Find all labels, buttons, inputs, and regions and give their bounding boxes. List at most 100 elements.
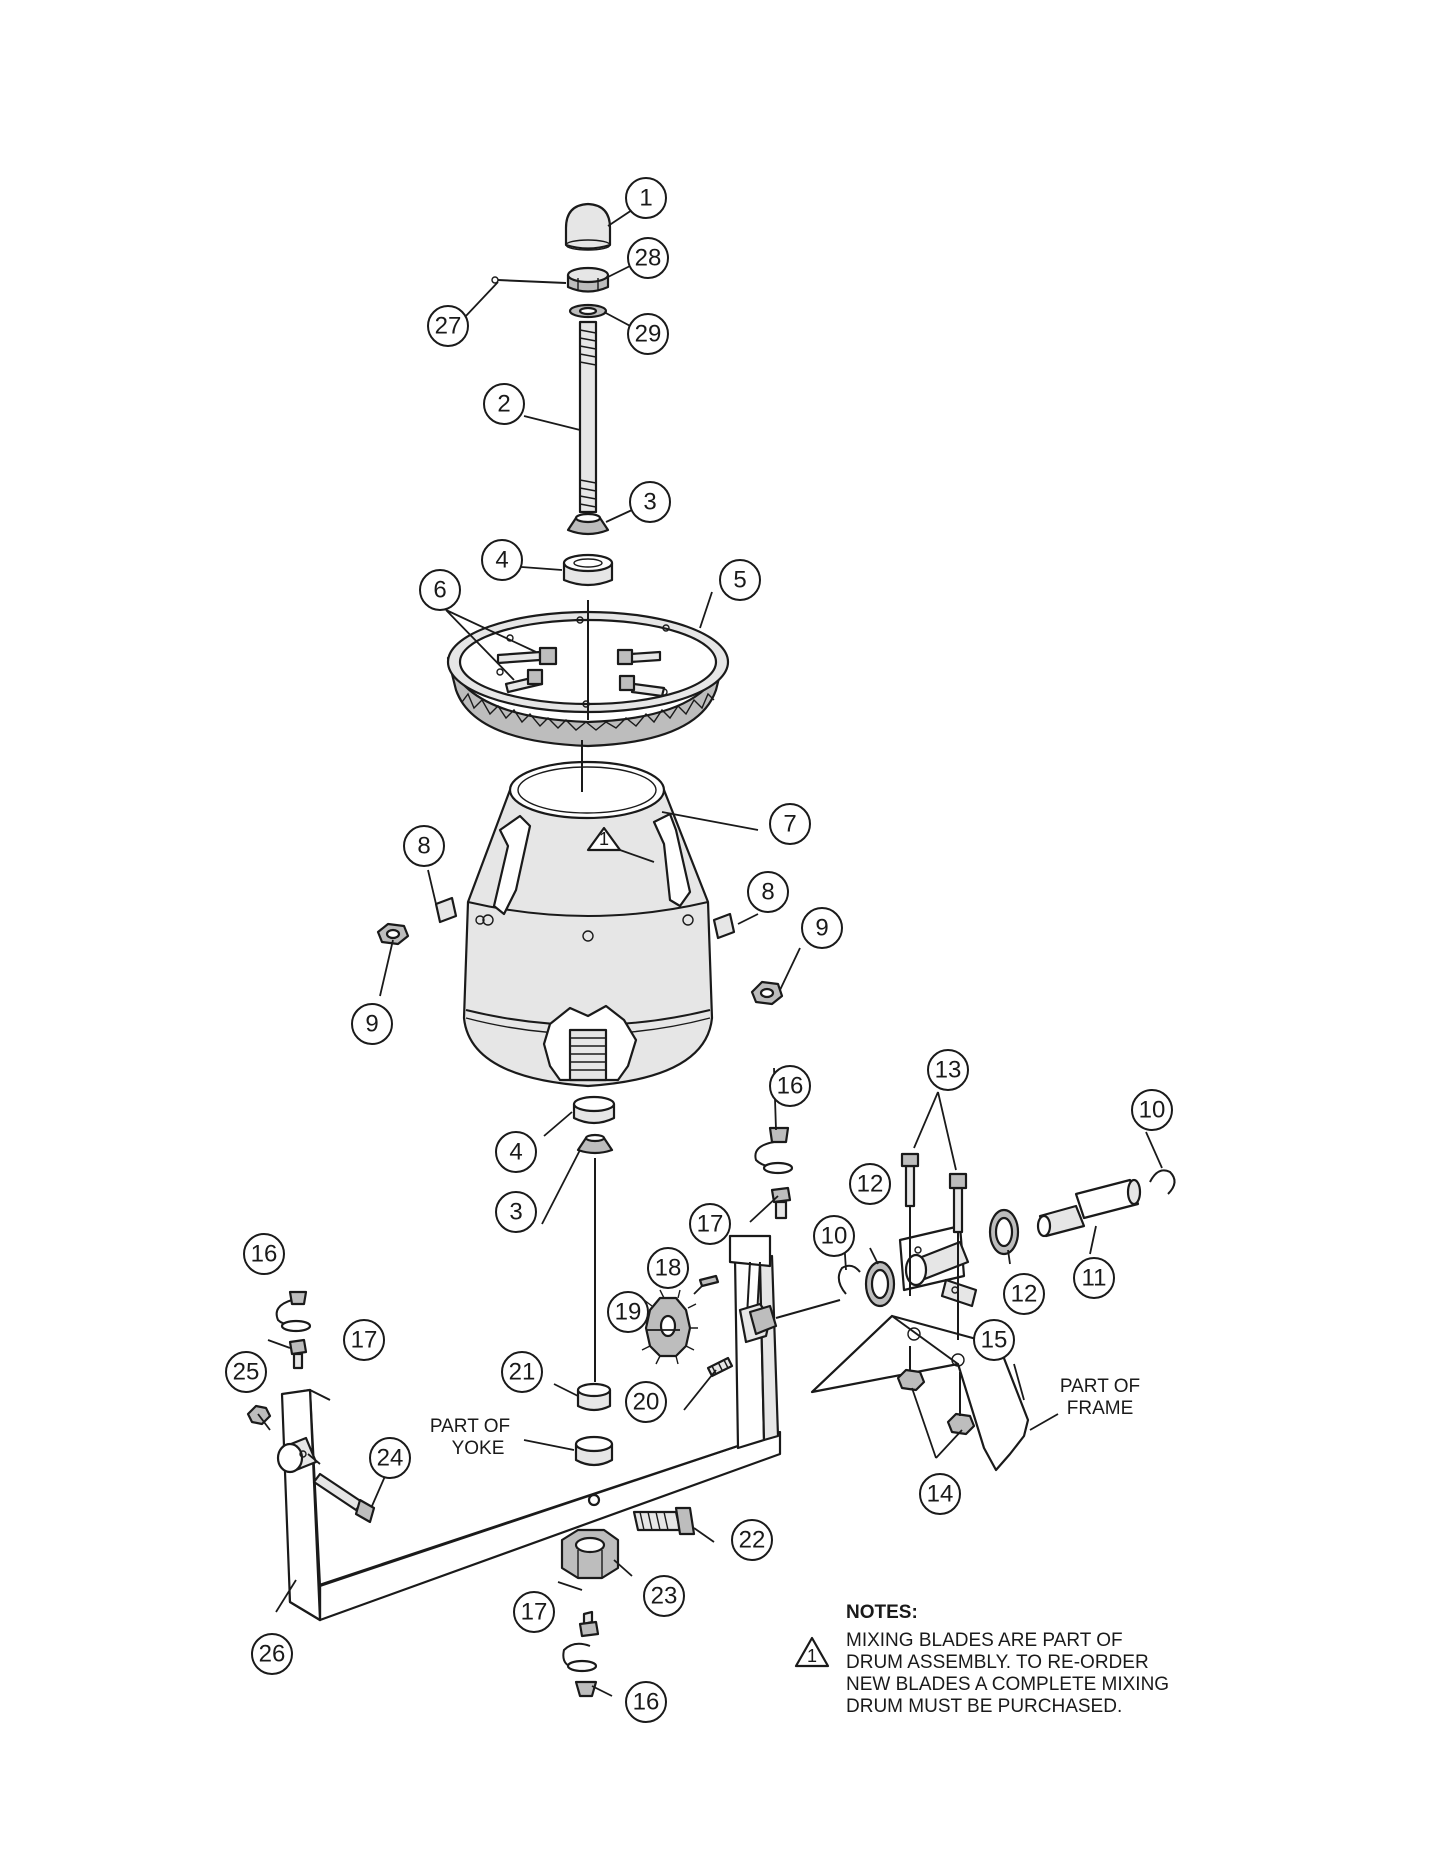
callout-10-left-text: 10 bbox=[821, 1223, 848, 1250]
callout-8-right: 8 bbox=[747, 871, 789, 913]
notes-triangle-marker bbox=[794, 1636, 830, 1668]
callout-4-top-text: 4 bbox=[495, 547, 508, 574]
castle-nut-part-28 bbox=[566, 266, 610, 293]
callout-3-lower: 3 bbox=[495, 1191, 537, 1233]
grease-fitting-part-17-bottom bbox=[578, 1610, 600, 1638]
callout-6: 6 bbox=[419, 569, 461, 611]
callout-22: 22 bbox=[731, 1519, 773, 1561]
callout-12-right: 12 bbox=[1003, 1273, 1045, 1315]
frame-label-line1: PART OF bbox=[1060, 1376, 1140, 1397]
callout-2: 2 bbox=[483, 383, 525, 425]
callout-24: 24 bbox=[369, 1437, 411, 1479]
notes-line-2: DRUM ASSEMBLY. TO RE-ORDER bbox=[846, 1652, 1149, 1673]
nut-part-9-right bbox=[750, 980, 784, 1006]
callout-14: 14 bbox=[919, 1473, 961, 1515]
callout-5-text: 5 bbox=[733, 567, 746, 594]
callout-18: 18 bbox=[647, 1247, 689, 1289]
callout-17-upper: 17 bbox=[689, 1203, 731, 1245]
callout-16-left: 16 bbox=[243, 1233, 285, 1275]
notes-line-4: DRUM MUST BE PURCHASED. bbox=[846, 1696, 1122, 1717]
callout-19-text: 19 bbox=[615, 1299, 642, 1326]
set-screw-part-20 bbox=[706, 1356, 734, 1378]
callout-17-bottom-text: 17 bbox=[521, 1599, 548, 1626]
callout-12-left-text: 12 bbox=[857, 1171, 884, 1198]
bearing-cup-part-4-top bbox=[562, 553, 614, 587]
callout-1-text: 1 bbox=[639, 185, 652, 212]
callout-8-right-text: 8 bbox=[761, 879, 774, 906]
callout-23: 23 bbox=[643, 1575, 685, 1617]
mixing-drum-part-7 bbox=[462, 760, 714, 1088]
clip-part-8-right bbox=[712, 912, 736, 940]
grease-fitting-part-17-left bbox=[288, 1338, 308, 1370]
callout-4-lower-text: 4 bbox=[509, 1139, 522, 1166]
washer-part-29 bbox=[568, 303, 608, 319]
callout-9-right-text: 9 bbox=[815, 915, 828, 942]
callout-20: 20 bbox=[625, 1381, 667, 1423]
callout-7-text: 7 bbox=[783, 811, 796, 838]
shaft-part-2 bbox=[578, 320, 598, 514]
cap-part-16-upper bbox=[754, 1126, 794, 1175]
callout-25: 25 bbox=[225, 1351, 267, 1393]
notes-title: NOTES: bbox=[846, 1602, 918, 1623]
callout-12-right-text: 12 bbox=[1011, 1281, 1038, 1308]
notes-block: NOTES: 1 MIXING BLADES ARE PART OF DRUM … bbox=[794, 1602, 1169, 1717]
part-of-yoke-label: PART OF YOKE bbox=[430, 1416, 510, 1459]
frame-label-line2: FRAME bbox=[1067, 1398, 1134, 1419]
callout-10-right-text: 10 bbox=[1139, 1097, 1166, 1124]
bearing-part-12-right bbox=[988, 1208, 1020, 1256]
pivot-housing-part-15 bbox=[898, 1224, 978, 1308]
callout-9-left-text: 9 bbox=[365, 1011, 378, 1038]
yoke-part-26 bbox=[280, 1254, 782, 1622]
callout-27-text: 27 bbox=[435, 313, 462, 340]
callout-19: 19 bbox=[607, 1291, 649, 1333]
nut-part-9-left bbox=[376, 922, 410, 946]
nut-part-23 bbox=[560, 1528, 620, 1580]
bearing-part-12-left bbox=[864, 1260, 896, 1308]
notes-marker-text: 1 bbox=[807, 1646, 817, 1666]
callout-18-text: 18 bbox=[655, 1255, 682, 1282]
callout-26: 26 bbox=[251, 1633, 293, 1675]
bearing-cup-part-4-lower bbox=[572, 1095, 616, 1125]
callout-17-left-text: 17 bbox=[351, 1327, 378, 1354]
clip-part-8-left bbox=[434, 896, 485, 925]
pivot-pin-part-11 bbox=[1036, 1178, 1142, 1238]
bushing-part-21 bbox=[576, 1382, 612, 1412]
callout-15: 15 bbox=[973, 1319, 1015, 1361]
callout-8-left-text: 8 bbox=[417, 833, 430, 860]
blade-note-marker: 1 bbox=[586, 826, 622, 852]
notes-line-1: MIXING BLADES ARE PART OF bbox=[846, 1630, 1123, 1651]
callout-29: 29 bbox=[627, 313, 669, 355]
callout-11-text: 11 bbox=[1082, 1265, 1107, 1292]
callout-22-text: 22 bbox=[739, 1527, 766, 1554]
callout-1: 1 bbox=[625, 177, 667, 219]
callout-14-text: 14 bbox=[927, 1481, 954, 1508]
callout-17-left: 17 bbox=[343, 1319, 385, 1361]
callout-17-upper-text: 17 bbox=[697, 1211, 724, 1238]
bolts-part-6 bbox=[496, 646, 666, 698]
callout-9-right: 9 bbox=[801, 907, 843, 949]
callout-27: 27 bbox=[427, 305, 469, 347]
snap-ring-part-10-right bbox=[1149, 1169, 1176, 1195]
callout-15-text: 15 bbox=[981, 1327, 1008, 1354]
cap-part-1 bbox=[564, 202, 612, 251]
callout-4-lower: 4 bbox=[495, 1131, 537, 1173]
callout-3-lower-text: 3 bbox=[509, 1199, 522, 1226]
callout-25-text: 25 bbox=[233, 1359, 260, 1386]
callout-29-text: 29 bbox=[635, 321, 662, 348]
bolt-part-24 bbox=[312, 1472, 376, 1524]
callout-23-text: 23 bbox=[651, 1583, 678, 1610]
nuts-part-14 bbox=[896, 1346, 976, 1436]
yoke-label-line1: PART OF bbox=[430, 1416, 510, 1437]
bolt-part-22 bbox=[632, 1506, 696, 1536]
callout-2-text: 2 bbox=[497, 391, 510, 418]
bearing-cone-part-3-lower bbox=[576, 1133, 614, 1155]
callout-11: 11 bbox=[1073, 1257, 1115, 1299]
callout-16-bottom: 16 bbox=[625, 1681, 667, 1723]
callout-28: 28 bbox=[627, 237, 669, 279]
callout-13-text: 13 bbox=[935, 1057, 962, 1084]
callout-9-left: 9 bbox=[351, 1003, 393, 1045]
notes-line-3: NEW BLADES A COMPLETE MIXING bbox=[846, 1674, 1169, 1695]
grease-fitting-part-17-upper bbox=[770, 1186, 792, 1220]
part-of-frame-label: PART OF FRAME bbox=[1060, 1376, 1140, 1419]
